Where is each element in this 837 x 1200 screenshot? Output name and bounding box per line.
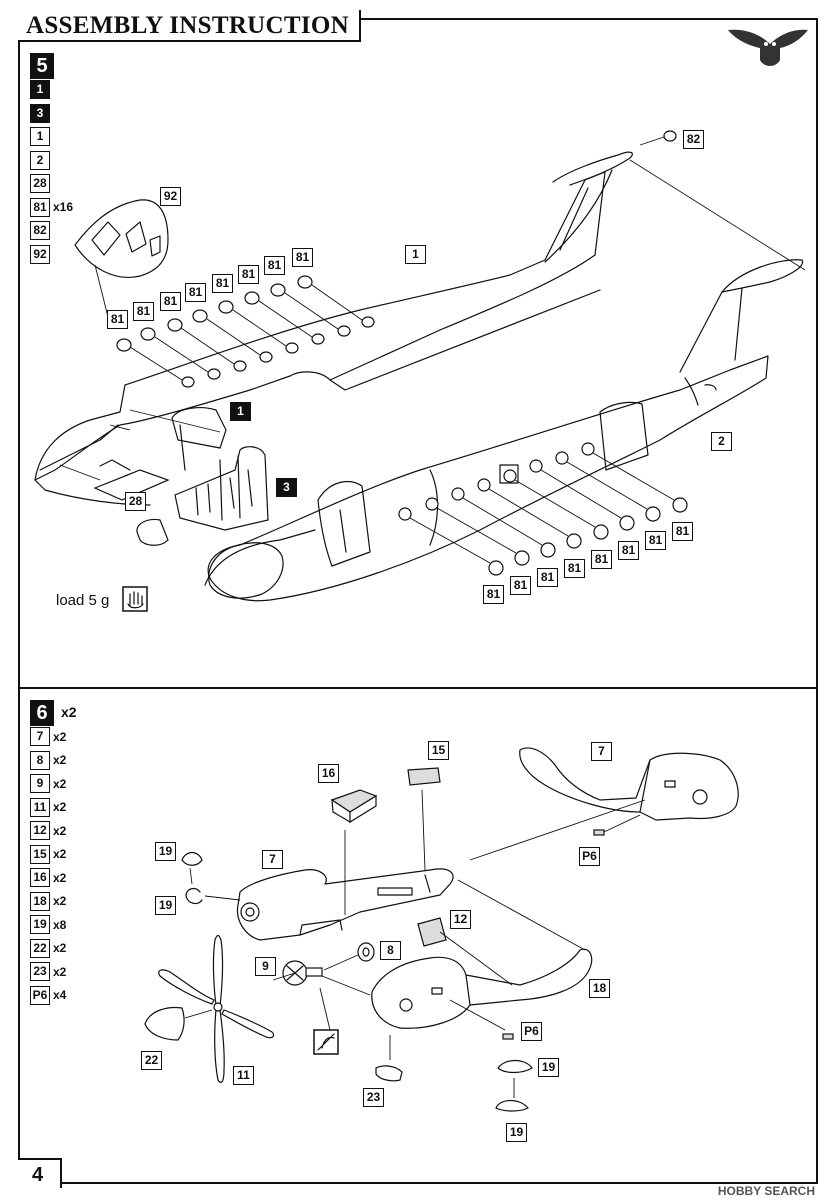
- floor-part-28: [93, 459, 170, 501]
- callout-81: 81: [238, 265, 259, 284]
- step-6-multiplier: x2: [61, 704, 77, 720]
- part-9-hub: [282, 960, 323, 986]
- page-title: ASSEMBLY INSTRUCTION: [18, 10, 361, 42]
- callout-81: 81: [264, 256, 285, 275]
- nose-weight: [136, 518, 169, 546]
- callout-81: 81: [483, 585, 504, 604]
- callout-81: 81: [185, 283, 206, 302]
- list-item: 3: [30, 102, 73, 126]
- part-23-piece: [375, 1065, 403, 1082]
- callout-81: 81: [133, 302, 154, 321]
- callout-81: 81: [107, 310, 128, 329]
- callout-81: 81: [618, 541, 639, 560]
- list-item: 92: [30, 243, 73, 267]
- callout-16: 16: [318, 764, 339, 783]
- callout-8: 8: [380, 941, 401, 960]
- callout-19: 19: [506, 1123, 527, 1142]
- callout-81: 81: [591, 550, 612, 569]
- callout-81: 81: [292, 248, 313, 267]
- callout-9: 9: [255, 957, 276, 976]
- hand-weight-icon: [122, 586, 148, 612]
- callout-P6: P6: [521, 1022, 542, 1041]
- callout-92: 92: [160, 187, 181, 206]
- part-8-washer: [357, 942, 375, 962]
- p6-parts: [502, 829, 605, 1040]
- callout-19: 19: [155, 896, 176, 915]
- callout-81: 81: [537, 568, 558, 587]
- part-22-spinner: [144, 1006, 185, 1041]
- windscreen-part-92: [74, 199, 169, 326]
- nose-cone: [208, 542, 284, 599]
- nacelle-lower-part-18: [371, 948, 593, 1029]
- part-82-cap: [663, 130, 677, 142]
- callout-81: 81: [510, 576, 531, 595]
- callout-7: 7: [591, 742, 612, 761]
- part-12-panel: [417, 917, 447, 947]
- window-row-right: [398, 442, 688, 576]
- callout-81: 81: [645, 531, 666, 550]
- nacelle-part-7-top: [519, 747, 739, 821]
- callout-12: 12: [450, 910, 471, 929]
- list-item: 2: [30, 149, 73, 173]
- page-frame: [18, 18, 818, 1184]
- list-item: 82: [30, 219, 73, 243]
- callout-1-inverted: 1: [230, 402, 251, 421]
- step-divider: [18, 687, 816, 689]
- callout-81: 81: [212, 274, 233, 293]
- step-6-number: 6: [30, 700, 54, 726]
- list-item: 28: [30, 172, 73, 196]
- callout-81: 81: [160, 292, 181, 311]
- fuselage-part-1: [34, 151, 633, 506]
- owl-logo-icon: [728, 29, 808, 67]
- fuselage-part-2: [204, 259, 804, 602]
- callout-19: 19: [155, 842, 176, 861]
- callout-15: 15: [428, 741, 449, 760]
- list-item: 1: [30, 125, 73, 149]
- nacelle-half-part-7: [236, 868, 454, 941]
- part-16-panel: [330, 789, 378, 824]
- callout-28: 28: [125, 492, 146, 511]
- callout-3-inverted: 3: [276, 478, 297, 497]
- callout-82: 82: [683, 130, 704, 149]
- callout-81: 81: [672, 522, 693, 541]
- watermark: HOBBY SEARCH: [717, 1184, 815, 1198]
- callout-11: 11: [233, 1066, 254, 1085]
- callout-81: 81: [564, 559, 585, 578]
- callout-18: 18: [589, 979, 610, 998]
- callout-2: 2: [711, 432, 732, 451]
- window-row-left: [116, 275, 375, 388]
- no-glue-icon: [313, 1029, 339, 1055]
- callout-1: 1: [405, 245, 426, 264]
- load-weight-note: load 5 g: [56, 592, 110, 609]
- callout-P6: P6: [579, 847, 600, 866]
- step-5-number: 5: [30, 53, 54, 79]
- callout-19: 19: [538, 1058, 559, 1077]
- callout-22: 22: [141, 1051, 162, 1070]
- page-number: 4: [18, 1158, 62, 1188]
- part-11-propeller: [158, 934, 275, 1083]
- callout-7: 7: [262, 850, 283, 869]
- part-19-parts: [181, 851, 533, 1112]
- callout-23: 23: [363, 1088, 384, 1107]
- part-15-panel: [407, 767, 441, 786]
- list-item: 1: [30, 78, 73, 102]
- cabin-interior-part-3: [174, 446, 269, 531]
- cockpit-part-1-inverted: [171, 407, 227, 471]
